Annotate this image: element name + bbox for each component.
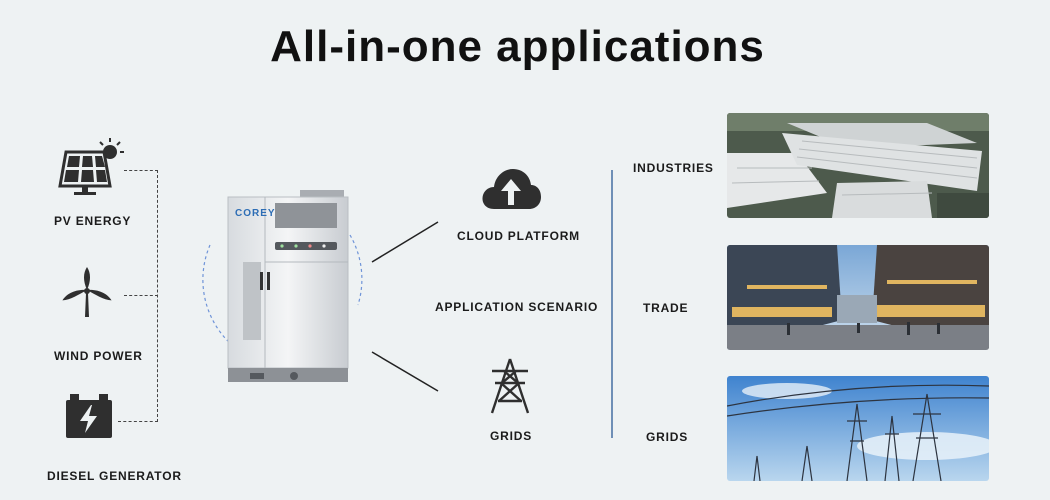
wind-connector	[124, 295, 158, 296]
solar-panel-icon	[58, 138, 124, 195]
scenario-grids-label: GRIDS	[646, 430, 689, 444]
generator-battery-icon	[66, 394, 112, 438]
wind-turbine-icon	[62, 267, 112, 317]
source-bus-line	[157, 170, 158, 422]
scenario-divider	[611, 170, 613, 438]
wind-power-label: WIND POWER	[54, 349, 143, 363]
trade-photo	[727, 245, 989, 350]
cloud-platform-label: CLOUD PLATFORM	[457, 229, 580, 243]
grids-photo	[727, 376, 989, 481]
cloud-upload-icon	[482, 169, 541, 209]
scenario-industries-label: INDUSTRIES	[633, 161, 714, 175]
page-title: All-in-one applications	[270, 22, 765, 71]
diesel-generator-label: DIESEL GENERATOR	[47, 469, 182, 483]
pv-energy-label: PV ENERGY	[54, 214, 132, 228]
generator-connector	[118, 421, 158, 422]
industries-photo	[727, 113, 989, 218]
application-scenario-label: APPLICATION SCENARIO	[435, 300, 599, 314]
pv-connector	[124, 170, 158, 171]
scenario-trade-label: TRADE	[643, 301, 689, 315]
grids-label: GRIDS	[490, 429, 533, 443]
transmission-tower-icon	[490, 358, 530, 414]
cabinet-brand-logo: COREY	[235, 208, 276, 219]
cabinet-links	[371, 221, 439, 392]
energy-storage-cabinet	[202, 190, 363, 382]
